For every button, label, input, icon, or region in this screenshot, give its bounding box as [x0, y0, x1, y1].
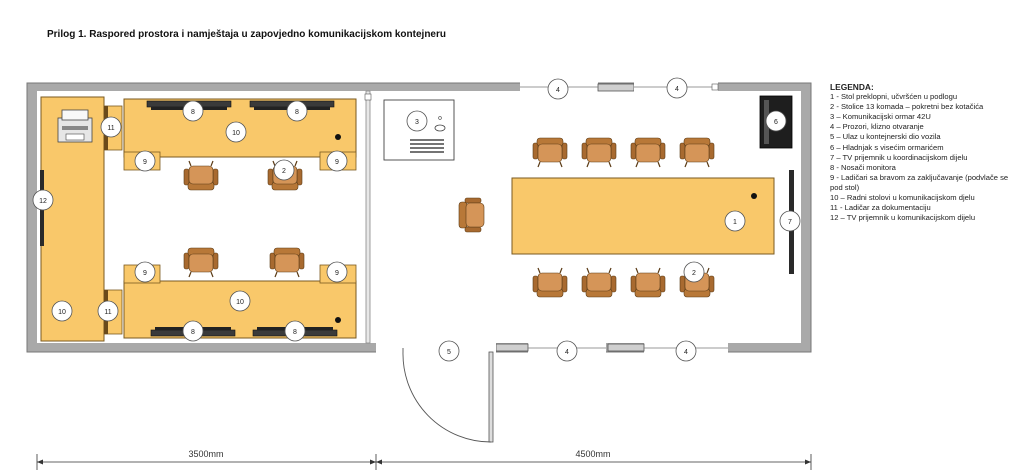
- marker-10: 10: [225, 121, 247, 143]
- marker-11: 11: [97, 300, 119, 322]
- marker-2: 2: [273, 159, 295, 181]
- marker-8: 8: [284, 320, 306, 342]
- legend-item: 9 - Ladičari sa bravom za zaključavanje …: [830, 172, 1009, 192]
- legend-item: 7 – TV prijemnik u koordinacijskom dijel…: [830, 152, 968, 162]
- marker-8: 8: [182, 100, 204, 122]
- dimension-left: 3500mm: [188, 449, 223, 459]
- window-bottom-right: [607, 342, 728, 353]
- marker-5: 5: [438, 340, 460, 362]
- svg-text:2: 2: [692, 270, 696, 277]
- legend-item: 10 – Radni stolovi u komunikacijskom dje…: [830, 193, 975, 203]
- dimension-lines: [36, 454, 812, 470]
- marker-4: 4: [556, 340, 578, 362]
- svg-text:9: 9: [143, 159, 147, 166]
- marker-9: 9: [134, 261, 156, 283]
- svg-text:8: 8: [191, 109, 195, 116]
- svg-text:4: 4: [565, 349, 569, 356]
- marker-4: 4: [675, 340, 697, 362]
- diagram-title: Prilog 1. Raspored prostora i namještaja…: [47, 29, 446, 40]
- svg-text:9: 9: [335, 159, 339, 166]
- legend: LEGENDA: 1 - Stol preklopni, učvršćen u …: [830, 82, 1022, 223]
- marker-9: 9: [326, 261, 348, 283]
- window-bottom-left: [495, 342, 606, 353]
- svg-text:9: 9: [143, 270, 147, 277]
- markers: 8 8 10 11 9 9 2 12 9 9 10 10 11 8 8 3 4 …: [32, 77, 801, 362]
- svg-text:6: 6: [774, 119, 778, 126]
- legend-item: 12 – TV prijemnik u komunikacijskom dije…: [830, 213, 976, 223]
- legend-item: 4 – Prozori, klizno otvaranje: [830, 122, 924, 132]
- svg-text:8: 8: [295, 109, 299, 116]
- svg-text:2: 2: [282, 168, 286, 175]
- lockable-drawer: [123, 151, 357, 284]
- marker-9: 9: [326, 150, 348, 172]
- marker-4: 4: [547, 78, 569, 100]
- legend-item: 11 - Ladičar za dokumentaciju: [830, 203, 931, 213]
- marker-4: 4: [666, 77, 688, 99]
- marker-7: 7: [779, 210, 801, 232]
- svg-text:1: 1: [733, 219, 737, 226]
- svg-text:7: 7: [788, 219, 792, 226]
- svg-text:11: 11: [107, 125, 114, 132]
- svg-text:10: 10: [58, 309, 66, 316]
- svg-text:8: 8: [191, 329, 195, 336]
- printer-icon: [57, 109, 93, 143]
- svg-text:8: 8: [293, 329, 297, 336]
- partition-wall: [364, 90, 372, 344]
- svg-text:10: 10: [236, 299, 244, 306]
- svg-text:4: 4: [556, 87, 560, 94]
- svg-text:11: 11: [104, 309, 111, 316]
- marker-12: 12: [32, 189, 54, 211]
- entrance-door: [376, 342, 496, 443]
- legend-item: 3 – Komunikacijski ormar 42U: [830, 112, 931, 122]
- marker-11: 11: [100, 116, 122, 138]
- marker-10: 10: [229, 290, 251, 312]
- marker-8: 8: [182, 320, 204, 342]
- svg-text:4: 4: [684, 349, 688, 356]
- svg-text:4: 4: [675, 86, 679, 93]
- legend-item: 1 - Stol preklopni, učvršćen u podlogu: [830, 92, 958, 102]
- marker-8: 8: [286, 100, 308, 122]
- svg-text:5: 5: [447, 349, 451, 356]
- marker-3: 3: [406, 110, 428, 132]
- legend-item: 8 - Nosači monitora: [830, 162, 896, 172]
- marker-9: 9: [134, 150, 156, 172]
- marker-2: 2: [683, 261, 705, 283]
- legend-item: 5 – Ulaz u kontejnerski dio vozila: [830, 132, 941, 142]
- dimension-right: 4500mm: [575, 449, 610, 459]
- marker-1: 1: [724, 210, 746, 232]
- legend-item: 2 - Stolice 13 komada – pokretni bez kot…: [830, 102, 984, 112]
- marker-6: 6: [765, 110, 787, 132]
- legend-item: 6 – Hladnjak s visećim ormarićem: [830, 142, 944, 152]
- legend-heading: LEGENDA:: [830, 82, 874, 92]
- marker-10: 10: [51, 300, 73, 322]
- svg-text:9: 9: [335, 270, 339, 277]
- svg-text:3: 3: [415, 119, 419, 126]
- svg-text:10: 10: [232, 130, 240, 137]
- svg-text:12: 12: [39, 198, 47, 205]
